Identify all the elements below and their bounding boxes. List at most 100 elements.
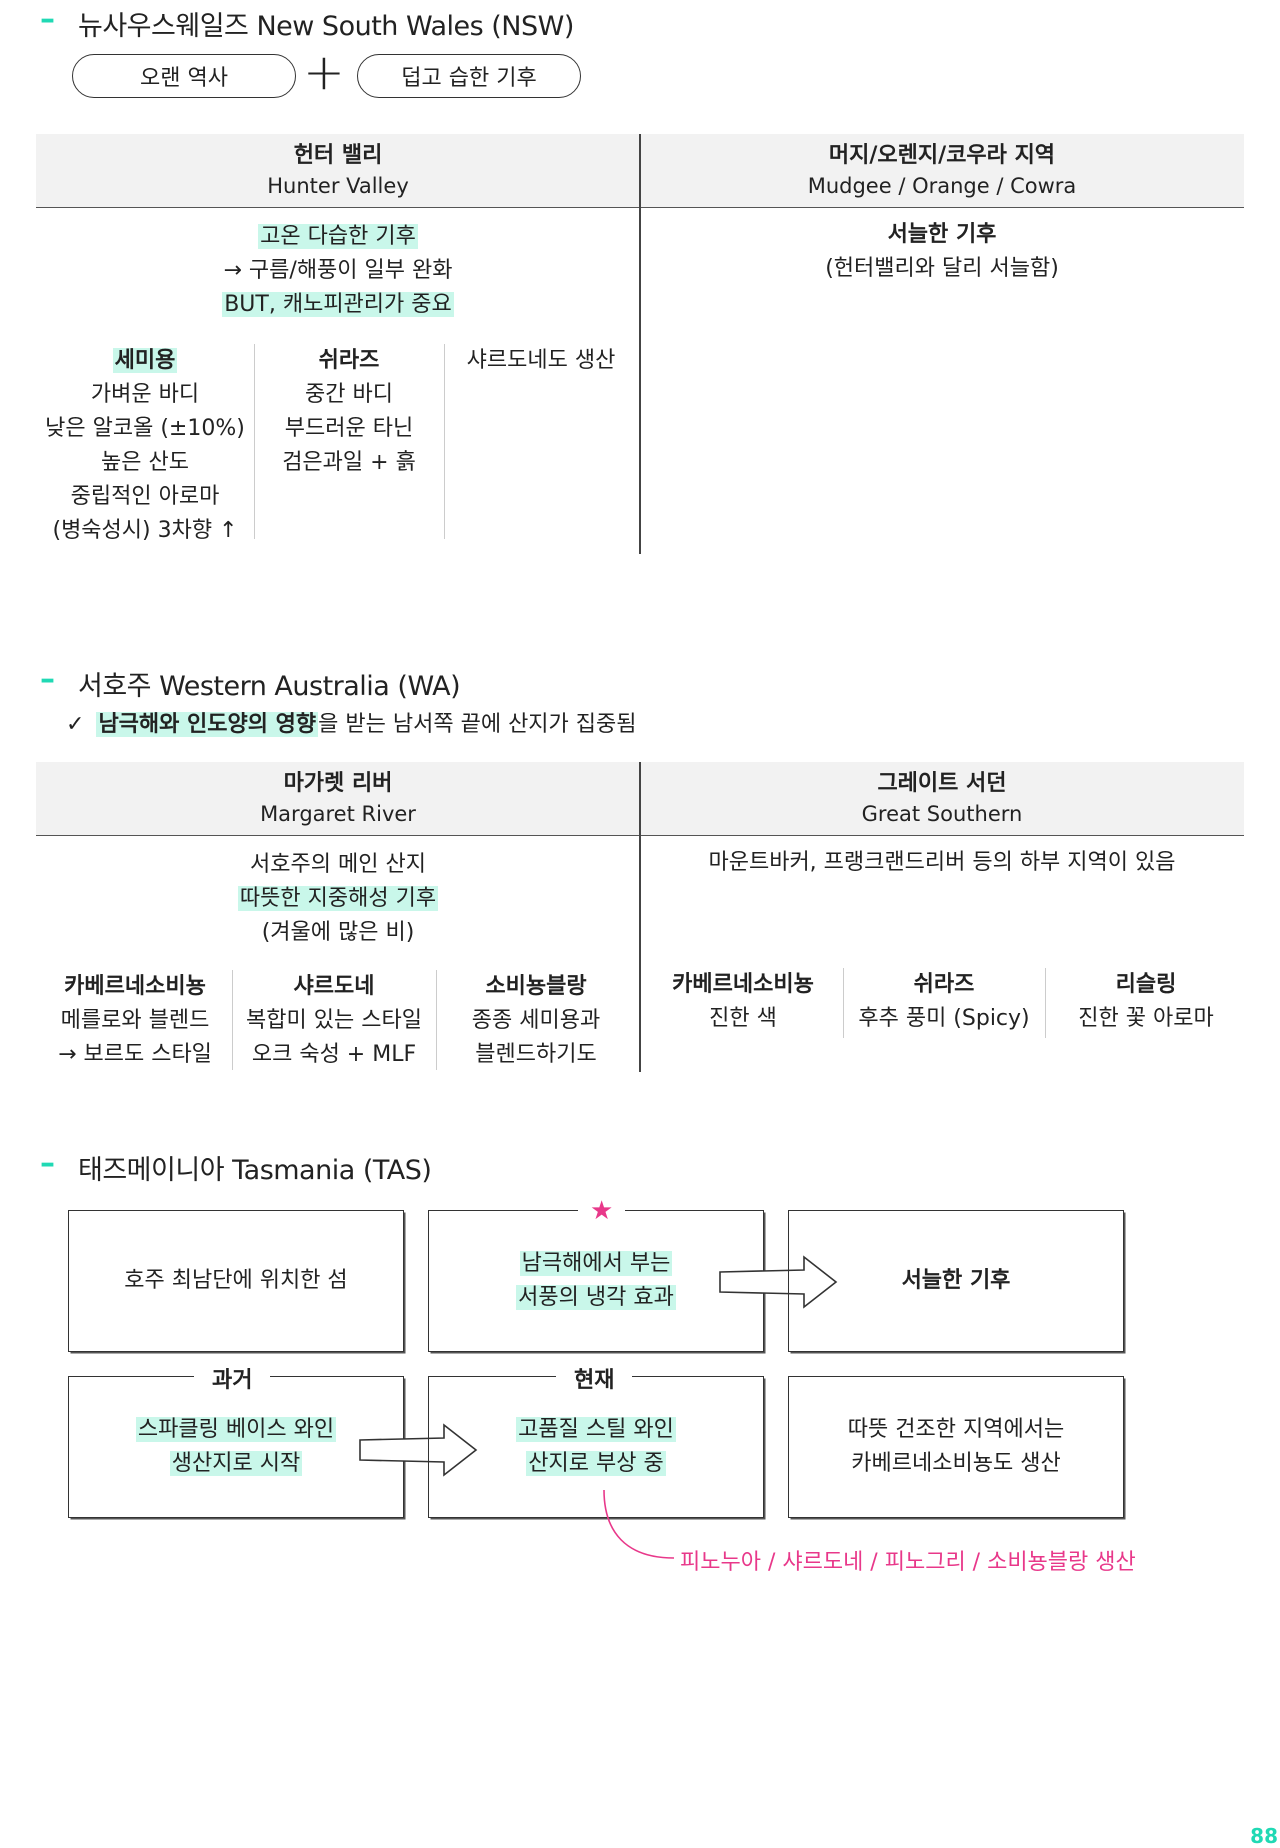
mr-sb-line: 종종 세미용과 [471, 1008, 601, 1033]
great-southern-ko: 그레이트 서던 [877, 770, 1007, 796]
section-dash: – [40, 1146, 55, 1181]
tas-box2-line1: 남극해에서 부는 [519, 1251, 673, 1276]
semillon-line: 가벼운 바디 [90, 382, 200, 407]
nsw-column-divider [639, 134, 641, 554]
hunter-valley-en: Hunter Valley [267, 173, 409, 198]
semillon-line: 높은 산도 [101, 450, 189, 475]
mr-cab-line: → 보르도 스타일 [58, 1042, 212, 1067]
wa-note-highlight: 남극해와 인도양의 영향 [96, 712, 319, 737]
margaret-climate: 서호주의 메인 산지 따뜻한 지중해성 기후 (겨울에 많은 비) [36, 848, 640, 950]
mudgee-line1: 서늘한 기후 [887, 222, 997, 247]
pill-long-history: 오랜 역사 [72, 54, 296, 98]
wa-note-rest: 을 받는 남서쪽 끝에 산지가 집중됨 [318, 712, 637, 737]
plus-icon: + [303, 43, 345, 101]
gs-cab-title: 카베르네소비뇽 [672, 972, 814, 997]
tas-box5-line1: 고품질 스틸 와인 [516, 1417, 676, 1442]
shiraz-line: 중간 바디 [305, 382, 393, 407]
gs-shiraz-column: 쉬라즈 후추 풍미 (Spicy) [845, 968, 1043, 1036]
label-past: 과거 [194, 1362, 271, 1394]
divider [1045, 968, 1046, 1038]
shiraz-column: 쉬라즈 중간 바디 부드러운 타닌 검은과일 + 흙 [256, 344, 442, 480]
mudgee-climate: 서늘한 기후 (헌터밸리와 달리 서늘함) [640, 218, 1244, 286]
mr-sb-title: 소비뇽블랑 [485, 974, 587, 999]
gs-line1: 마운트바커, 프랭크랜드리버 등의 하부 지역이 있음 [708, 850, 1176, 875]
divider [232, 970, 233, 1070]
tas-box-island-text: 호주 최남단에 위치한 섬 [124, 1268, 348, 1293]
mudgee-line2: (헌터밸리와 달리 서늘함) [825, 256, 1059, 281]
hunter-climate-line2: → 구름/해풍이 일부 완화 [223, 258, 453, 283]
chardonnay-column: 샤르도네도 생산 [446, 344, 636, 378]
gs-shiraz-line: 후추 풍미 (Spicy) [858, 1006, 1030, 1031]
mudgee-ko: 머지/오렌지/코우라 지역 [828, 142, 1056, 168]
check-icon: ✓ [66, 712, 85, 737]
mr-sb-column: 소비뇽블랑 종종 세미용과 블렌드하기도 [438, 970, 634, 1072]
shiraz-line: 검은과일 + 흙 [282, 450, 416, 475]
hunter-climate-line1: 고온 다습한 기후 [258, 224, 418, 249]
gs-cab-line: 진한 색 [709, 1006, 777, 1031]
divider [444, 344, 445, 539]
tas-box3-text: 서늘한 기후 [901, 1268, 1011, 1293]
tas-box-cooling: 남극해에서 부는 서풍의 냉각 효과 [428, 1210, 764, 1352]
mr-cab-column: 카베르네소비뇽 메를로와 블렌드 → 보르도 스타일 [40, 970, 230, 1072]
mr-cab-line: 메를로와 블렌드 [60, 1008, 210, 1033]
tas-box-cabernet: 따뜻 건조한 지역에서는 카베르네소비뇽도 생산 [788, 1376, 1124, 1518]
margaret-river-ko: 마가렛 리버 [283, 770, 393, 796]
semillon-line: 낮은 알코올 (±10%) [45, 416, 245, 441]
mr-line2: 따뜻한 지중해성 기후 [237, 886, 439, 911]
chardonnay-note: 샤르도네도 생산 [466, 348, 616, 373]
mr-cab-title: 카베르네소비뇽 [64, 974, 206, 999]
mr-chard-column: 샤르도네 복합미 있는 스타일 오크 숙성 + MLF [234, 970, 434, 1072]
shiraz-title: 쉬라즈 [318, 348, 380, 373]
semillon-column: 세미용 가벼운 바디 낮은 알코올 (±10%) 높은 산도 중립적인 아로마 … [40, 344, 250, 548]
divider [436, 970, 437, 1070]
gs-riesling-title: 리슬링 [1115, 972, 1177, 997]
tas-box-now: 고품질 스틸 와인 산지로 부상 중 [428, 1376, 764, 1518]
tas-box5-line2: 산지로 부상 중 [526, 1451, 666, 1476]
tas-box-past: 스파클링 베이스 와인 생산지로 시작 [68, 1376, 404, 1518]
pill-hot-humid: 덥고 습한 기후 [357, 54, 581, 98]
section-dash: – [40, 2, 55, 37]
divider [843, 968, 844, 1038]
nsw-section-title: 뉴사우스웨일즈 New South Wales (NSW) [78, 11, 574, 42]
wa-column-divider [639, 762, 641, 1072]
section-dash: – [40, 662, 55, 697]
hunter-climate: 고온 다습한 기후 → 구름/해풍이 일부 완화 BUT, 캐노피관리가 중요 [36, 220, 640, 322]
star-icon: ★ [578, 1196, 626, 1226]
mr-line3: (겨울에 많은 비) [261, 920, 415, 945]
shiraz-line: 부드러운 타닌 [284, 416, 414, 441]
tas-section-title: 태즈메이니아 Tasmania (TAS) [78, 1155, 432, 1186]
mr-chard-line: 복합미 있는 스타일 [246, 1008, 422, 1033]
divider [254, 344, 255, 539]
gs-shiraz-title: 쉬라즈 [913, 972, 975, 997]
hunter-valley-ko: 헌터 밸리 [293, 142, 383, 168]
hunter-climate-line3: BUT, 캐노피관리가 중요 [222, 292, 454, 317]
tas-box4-line2: 생산지로 시작 [169, 1451, 303, 1476]
tas-box4-line1: 스파클링 베이스 와인 [135, 1417, 337, 1442]
wa-section-title: 서호주 Western Australia (WA) [78, 671, 461, 702]
semillon-line: (병숙성시) 3차향 ↑ [52, 518, 238, 543]
gs-riesling-line: 진한 꽃 아로마 [1078, 1006, 1214, 1031]
label-now: 현재 [556, 1362, 633, 1394]
great-southern-en: Great Southern [861, 801, 1023, 826]
semillon-title: 세미용 [112, 348, 178, 373]
mudgee-en: Mudgee / Orange / Cowra [807, 173, 1077, 198]
tas-box6-line2: 카베르네소비뇽도 생산 [851, 1451, 1061, 1476]
margaret-river-en: Margaret River [260, 801, 416, 826]
tas-box-cool-climate: 서늘한 기후 [788, 1210, 1124, 1352]
great-southern-note: 마운트바커, 프랭크랜드리버 등의 하부 지역이 있음 [640, 846, 1244, 880]
arrow-right-icon [359, 1423, 478, 1477]
connector-line [603, 1489, 675, 1559]
mr-chard-line: 오크 숙성 + MLF [251, 1042, 417, 1067]
tas-varieties-note: 피노누아 / 샤르도네 / 피노그리 / 소비뇽블랑 생산 [680, 1550, 1136, 1575]
gs-riesling-column: 리슬링 진한 꽃 아로마 [1047, 968, 1245, 1036]
mr-line1: 서호주의 메인 산지 [250, 852, 426, 877]
page-number: 88 [1250, 1824, 1278, 1848]
wa-note: ✓ 남극해와 인도양의 영향을 받는 남서쪽 끝에 산지가 집중됨 [66, 706, 637, 738]
semillon-line: 중립적인 아로마 [70, 484, 220, 509]
tas-box6-line1: 따뜻 건조한 지역에서는 [847, 1417, 1065, 1442]
mr-chard-title: 샤르도네 [293, 974, 375, 999]
arrow-right-icon [719, 1255, 838, 1309]
mr-sb-line: 블렌드하기도 [475, 1042, 597, 1067]
tas-box-island: 호주 최남단에 위치한 섬 [68, 1210, 404, 1352]
tas-box2-line2: 서풍의 냉각 효과 [516, 1285, 676, 1310]
